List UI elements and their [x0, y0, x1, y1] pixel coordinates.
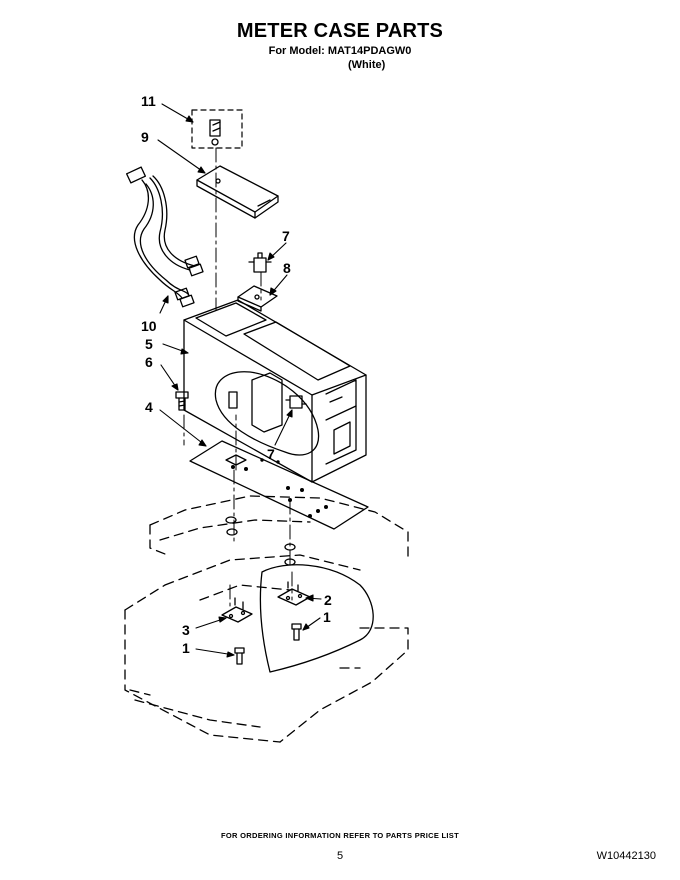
callout-1-left: 1 [182, 640, 190, 656]
callout-9: 9 [141, 129, 149, 145]
base-frame-outline [124, 495, 409, 743]
screw-part-1-right [291, 623, 302, 641]
model-line: For Model: MAT14PDAGW0 [268, 45, 412, 57]
callout-labels: 11 9 7 8 10 5 6 4 7 2 1 3 1 [141, 93, 332, 656]
callout-11: 11 [141, 93, 156, 109]
screw-part-1-left [234, 647, 245, 665]
callout-3: 3 [182, 622, 190, 638]
page-number: 5 [336, 850, 344, 862]
switch-part-7 [248, 252, 272, 273]
callout-10: 10 [141, 318, 157, 334]
screw-part-6 [175, 391, 189, 411]
bracket-part-2 [277, 581, 311, 606]
ordering-note: FOR ORDERING INFORMATION REFER TO PARTS … [221, 831, 459, 840]
door-lock-part-11 [191, 109, 243, 149]
retaining-clips [225, 516, 296, 566]
bracket-part-3 [221, 597, 253, 623]
callout-4: 4 [145, 399, 153, 415]
meter-case-part-5 [183, 299, 367, 483]
callout-6: 6 [145, 354, 153, 370]
page-title: METER CASE PARTS [236, 20, 444, 42]
console-panel [259, 564, 374, 673]
callout-5: 5 [145, 336, 153, 352]
callout-8: 8 [283, 260, 291, 276]
callout-1-right: 1 [323, 609, 331, 625]
callout-7-upper: 7 [282, 228, 290, 244]
callout-7-lower: 7 [267, 446, 275, 462]
alignment-lines [183, 147, 293, 611]
gasket-part-4 [189, 440, 369, 530]
switch-part-7-inner [285, 395, 307, 409]
color-line: (White) [348, 59, 386, 71]
wire-harness-part-10 [125, 166, 204, 308]
cover-plate-part-9 [196, 165, 279, 219]
document-number: W10442130 [596, 850, 656, 862]
leader-lines [157, 103, 322, 658]
callout-2: 2 [324, 592, 332, 608]
